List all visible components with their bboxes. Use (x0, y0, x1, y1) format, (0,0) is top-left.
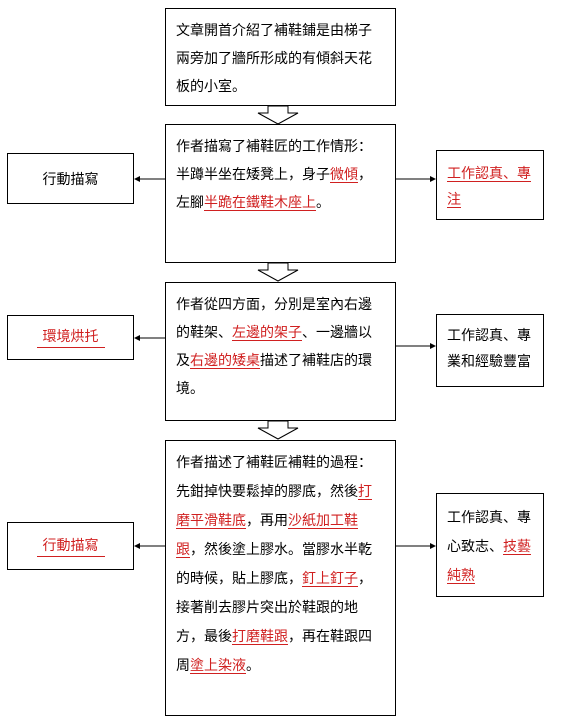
answer-sandpaper-heel: 沙紙加工鞋跟 (176, 513, 358, 558)
arrowhead-left-1 (134, 176, 140, 182)
env-text-end: 描述了補鞋店的環境。 (176, 353, 372, 397)
process-text-5: ，再在鞋跟四周 (176, 629, 372, 674)
env-text-mid: 、一邊牆以及 (176, 325, 372, 369)
arrowhead-right-1 (430, 176, 436, 182)
arrowhead-right-3 (430, 543, 436, 549)
work-text-mid: ，左腳 (176, 167, 372, 211)
arrowhead-right-2 (430, 343, 436, 349)
arrowhead-left-3 (134, 543, 140, 549)
left-box-action-1: 行動描寫 (7, 153, 134, 204)
right-box-focus: 工作認真、專注 (436, 150, 544, 220)
right-answer-focus: 工作認真、專注 (447, 166, 531, 208)
answer-left-shelf: 左邊的架子 (232, 325, 302, 341)
env-text-pre: 作者從四方面，分別是室內右邊的鞋架、 (176, 297, 372, 341)
answer-lean: 微傾 (330, 167, 358, 183)
work-text-pre: 作者描寫了補鞋匠的工作情形：半蹲半坐在矮凳上，身子 (176, 139, 372, 183)
process-text-6: 。 (246, 658, 260, 674)
left-answer-action-2: 行動描寫 (36, 536, 105, 557)
answer-right-table: 右邊的矮桌 (190, 353, 260, 369)
process-text-4: ，接著削去膠片突出於鞋跟的地方，最後 (176, 571, 372, 645)
right-answer-skill: 技藝純熟 (447, 539, 531, 584)
work-text-end: 。 (316, 195, 330, 211)
answer-sand-sole: 打磨平滑鞋底 (176, 484, 372, 529)
left-box-environment: 環境烘托 (7, 315, 134, 360)
right-label-professional: 工作認真、專業和經驗豐富 (447, 328, 531, 370)
repair-process-box: 作者描述了補鞋匠補鞋的過程：先鉗掉快要鬆掉的膠底，然後打磨平滑鞋底，再用沙紙加工… (165, 440, 396, 716)
left-box-action-2: 行動描寫 (7, 522, 134, 570)
answer-nails: 釘上釘子 (302, 571, 358, 587)
process-text-3: ，然後塗上膠水。當膠水半乾的時候，貼上膠底， (176, 542, 372, 587)
answer-kneel: 半跪在鐵鞋木座上 (204, 195, 316, 211)
right-label-skill-pre: 工作認真、專心致志、 (447, 510, 531, 555)
process-text-1: 作者描述了補鞋匠補鞋的過程：先鉗掉快要鬆掉的膠底，然後 (176, 455, 372, 500)
answer-polish-heel: 打磨鞋跟 (232, 629, 288, 645)
left-answer-environment: 環境烘托 (36, 327, 105, 348)
process-text-2: ，再用 (246, 513, 288, 529)
down-arrow-2 (257, 262, 299, 282)
left-label-action-1: 行動描寫 (42, 171, 99, 188)
intro-box: 文章開首介紹了補鞋鋪是由梯子兩旁加了牆所形成的有傾斜天花板的小室。 (165, 8, 396, 106)
right-box-professional: 工作認真、專業和經驗豐富 (436, 314, 544, 387)
work-description-box: 作者描寫了補鞋匠的工作情形：半蹲半坐在矮凳上，身子微傾，左腳半跪在鐵鞋木座上。 (165, 124, 396, 263)
arrowhead-left-2 (134, 335, 140, 341)
environment-box: 作者從四方面，分別是室內右邊的鞋架、左邊的架子、一邊牆以及右邊的矮桌描述了補鞋店… (165, 282, 396, 421)
down-arrow-1 (257, 105, 299, 125)
answer-dye: 塗上染液 (190, 658, 246, 674)
right-box-skill: 工作認真、專心致志、技藝純熟 (436, 493, 544, 597)
down-arrow-3 (257, 420, 299, 440)
intro-text: 文章開首介紹了補鞋鋪是由梯子兩旁加了牆所形成的有傾斜天花板的小室。 (176, 23, 372, 95)
